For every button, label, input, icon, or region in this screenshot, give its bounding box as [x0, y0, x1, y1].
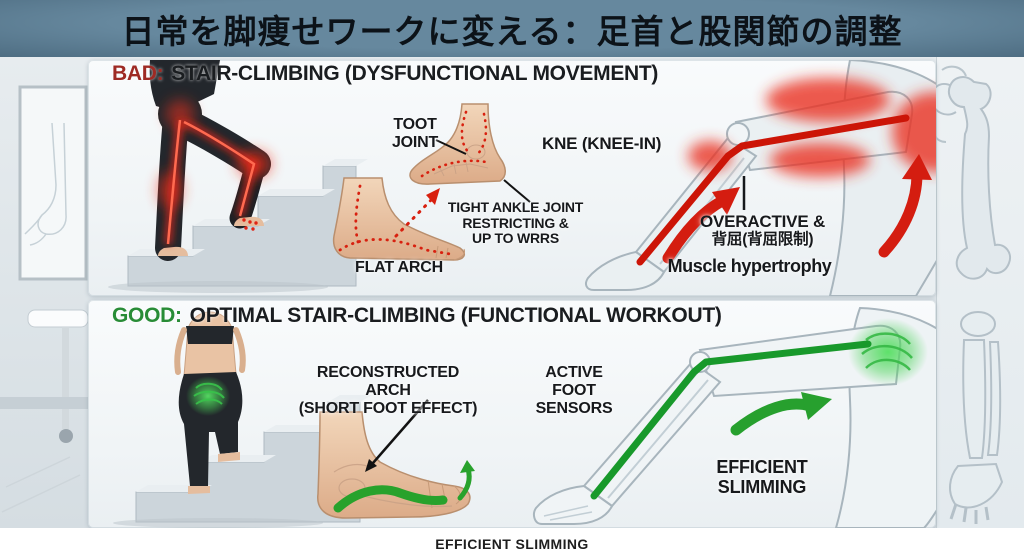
bad-arrow-up-right [878, 154, 932, 258]
tight-ankle-label: TIGHT ANKLE JOINT RESTRICTING & UP TO WR… [447, 199, 584, 247]
good-arch-foot-illustration [317, 411, 475, 519]
active-foot-sensors-label: ACTIVE FOOT SENSORS [535, 364, 613, 417]
poster-foot-sketch [24, 122, 67, 246]
flat-arch-label: FLAT ARCH [355, 259, 443, 276]
efficient-slimming-label: EFFICIENT SLIMMING [716, 457, 808, 498]
knee-in-label: KNE (KNEE-IN) [542, 134, 662, 153]
bad-label: BAD: [112, 62, 164, 85]
reconstructed-arch-label: RECONSTRUCTED ARCH (SHORT FOOT EFFECT) [298, 364, 478, 417]
wall-poster [18, 85, 88, 281]
good-heading: OPTIMAL STAIR-CLIMBING (FUNCTIONAL WORKO… [189, 304, 722, 327]
bad-panel-illustration [108, 60, 936, 296]
bad-muscle-highlights [688, 78, 936, 177]
good-panel-header: GOOD: OPTIMAL STAIR-CLIMBING (FUNCTIONAL … [112, 304, 722, 328]
bad-panel-header: BAD: STAIR-CLIMBING (DYSFUNCTIONAL MOVEME… [112, 62, 658, 86]
good-glute-highlight [848, 318, 928, 386]
femur-shaft [948, 76, 1011, 280]
foot-joint-pointer-line [435, 139, 467, 155]
bad-woman-red-glow [158, 100, 271, 245]
footer-caption: EFFICIENT SLIMMING [435, 535, 589, 552]
good-glute-glow [186, 376, 230, 416]
tight-ankle-pointer-line [503, 179, 531, 203]
good-panel [88, 300, 936, 528]
foot-joint-label: TOOT JOINT [391, 116, 439, 151]
bad-flat-foot-illustration [332, 177, 465, 261]
overactive-label: OVERACTIVE & 背屈(背屈限制) [699, 212, 826, 249]
main-title: 日常を脚痩せワークに変える：足首と股関節の調整 [121, 12, 903, 50]
bad-dotted-arrow [394, 188, 440, 238]
bad-alignment-line [636, 114, 910, 266]
bad-ankle-foot-illustration [409, 103, 506, 185]
title-bar: 日常を脚痩せワークに変える：足首と股関節の調整 [0, 0, 1024, 57]
muscle-hypertrophy-label: Muscle hypertrophy [667, 256, 832, 276]
good-arch-band [333, 485, 448, 513]
tibia-foot-skeleton-illustration [949, 311, 1004, 524]
good-toe-arrow [457, 460, 475, 501]
bad-heading: STAIR-CLIMBING (DYSFUNCTIONAL MOVEMENT) [171, 62, 659, 85]
bad-foot-pressure-dots [242, 218, 258, 231]
footer-bar: EFFICIENT SLIMMING [0, 528, 1024, 559]
reconstructed-arch-pointer [365, 399, 429, 472]
exam-table [0, 309, 88, 513]
good-label: GOOD: [112, 304, 182, 327]
good-alignment-line [590, 340, 872, 500]
femur-bone-illustration [930, 65, 1011, 280]
good-panel-illustration [113, 306, 936, 528]
bad-panel [88, 60, 936, 296]
bad-arrow-up-left [662, 187, 740, 264]
good-arrow-right [730, 392, 832, 436]
room-left-decor [0, 85, 88, 513]
